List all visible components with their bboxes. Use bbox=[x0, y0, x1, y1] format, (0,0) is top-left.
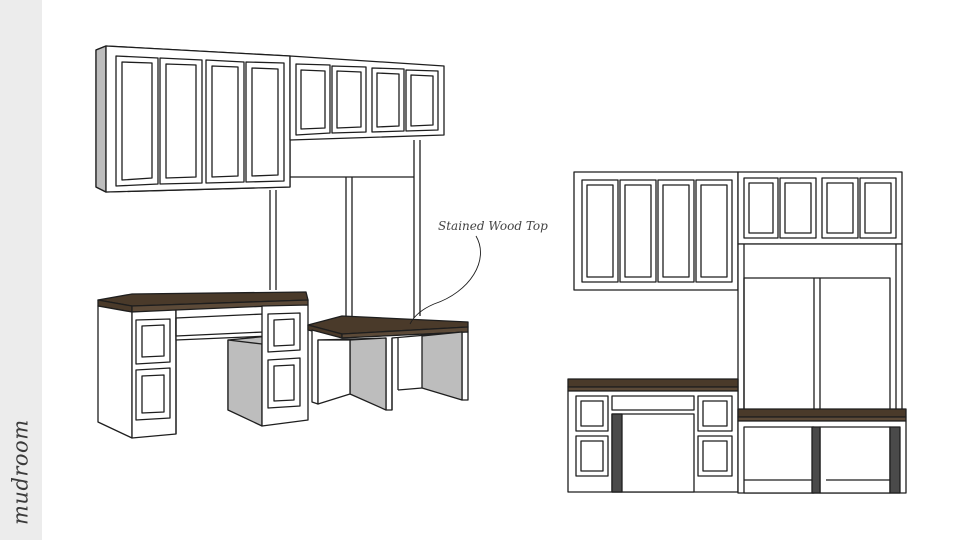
elevation-upper-right bbox=[737, 171, 903, 245]
callout-stained-wood-top: Stained Wood Top bbox=[438, 219, 548, 233]
tall-cabinet-frame bbox=[269, 140, 421, 320]
upper-cabinet-left bbox=[95, 45, 291, 193]
elevation-bench bbox=[737, 408, 907, 494]
front-elevation-view bbox=[567, 171, 907, 494]
desk-center-drawer bbox=[175, 305, 271, 341]
bench bbox=[307, 315, 469, 411]
sidebar-strip: mudroom bbox=[0, 0, 42, 540]
elevation-upper-left bbox=[573, 171, 739, 291]
callout-leader bbox=[409, 235, 481, 325]
elevation-desk bbox=[567, 378, 739, 493]
upper-cabinet-right bbox=[289, 55, 445, 141]
elevation-tall-panel bbox=[737, 243, 903, 413]
desk-right-pedestal bbox=[227, 304, 309, 427]
desk-left-pedestal bbox=[97, 305, 177, 439]
perspective-view bbox=[95, 45, 481, 439]
